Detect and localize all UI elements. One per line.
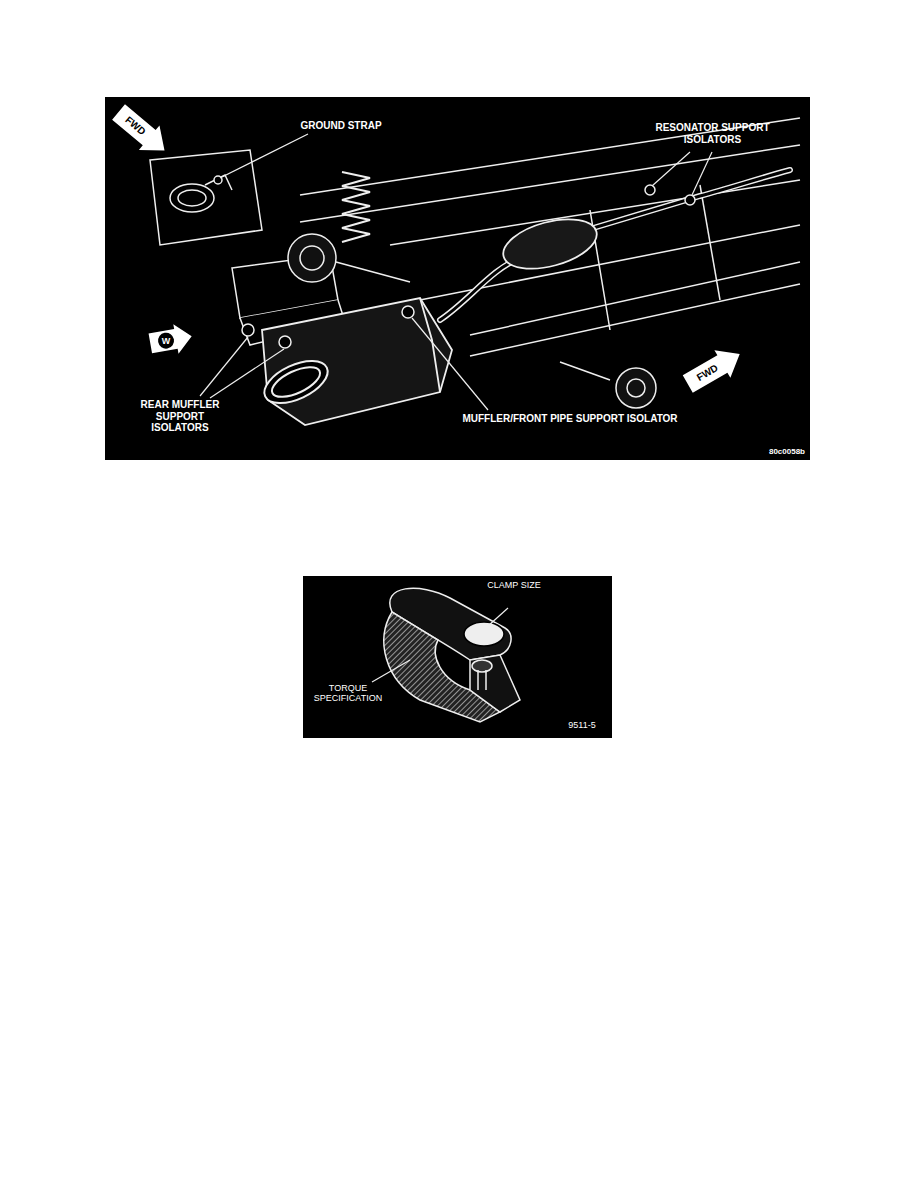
exhaust-pipe [440,258,520,320]
resonator [498,210,602,277]
exhaust-pipe [580,170,790,232]
frame-rails [300,145,800,222]
leader-line [210,349,284,398]
tailpipe [268,361,324,403]
support-isolator [242,185,695,348]
figure-number: 9511-5 [556,720,608,730]
part-label: REAR MUFFLER SUPPORT ISOLATORS [128,399,232,434]
part-label: MUFFLER/FRONT PIPE SUPPORT ISOLATOR [450,413,690,425]
direction-label: W [162,336,171,346]
tailpipe [258,352,334,412]
panel-background [303,576,612,738]
figure-number: 80c0058b [735,447,805,456]
panel-background [105,97,810,460]
exhaust-clamp [384,588,520,722]
forward-arrow [108,100,175,163]
frame-rails [470,284,800,356]
leader-line [220,134,308,178]
support-isolator [242,324,254,336]
muffler [420,298,440,392]
leader-line [412,318,488,410]
exhaust-clamp [470,655,520,712]
leader-line [200,337,248,396]
ground-strap-inset [170,184,214,212]
leader-line [372,608,508,682]
resonator [498,210,602,277]
part-label: GROUND STRAP [296,120,386,132]
wheel-arrow [148,321,195,358]
wheel-hub [300,246,324,270]
exhaust-clamp [478,670,486,690]
part-label: TORQUE SPECIFICATION [300,683,396,704]
exhaust-clamp [472,660,492,672]
leader-line [488,608,508,626]
direction-label: FWD [123,114,148,137]
coil-spring [342,172,370,242]
support-isolator [402,306,414,318]
exhaust-pipe-inner [440,258,520,320]
wheel-arrow [148,321,195,358]
coil-spring [342,172,370,242]
part-label: CLAMP SIZE [484,580,544,590]
leader-line [652,152,690,186]
forward-arrow [680,340,748,398]
axle [560,362,610,380]
exhaust-pipe-inner [440,170,790,320]
part-label: RESONATOR SUPPORT ISOLATORS [650,122,775,145]
frame-rails [700,185,720,300]
leader-line [200,134,712,410]
tailpipe [258,352,334,412]
ground-strap-inset [150,150,262,245]
frame-rails [470,262,800,335]
direction-label: FWD [694,362,719,383]
leader-line [692,152,712,195]
exhaust-clamp [464,622,504,646]
leader-line [372,660,410,682]
ground-strap-inset [178,190,206,206]
support-isolator [645,185,655,195]
wheel-hub [288,234,336,282]
muffler [262,298,452,425]
exhaust-pipe [440,170,790,320]
ground-strap-inset [205,175,232,190]
support-isolator [685,195,695,205]
wheel-hub [627,379,645,397]
exhaust-pipe-inner [580,170,790,232]
forward-arrow [680,340,748,398]
axle [336,262,410,282]
ground-strap-inset [150,150,262,245]
muffler [262,298,452,425]
wheel-hub [616,368,656,408]
forward-arrow [108,100,175,163]
support-isolator [279,336,291,348]
wheel-arrow [157,331,176,350]
